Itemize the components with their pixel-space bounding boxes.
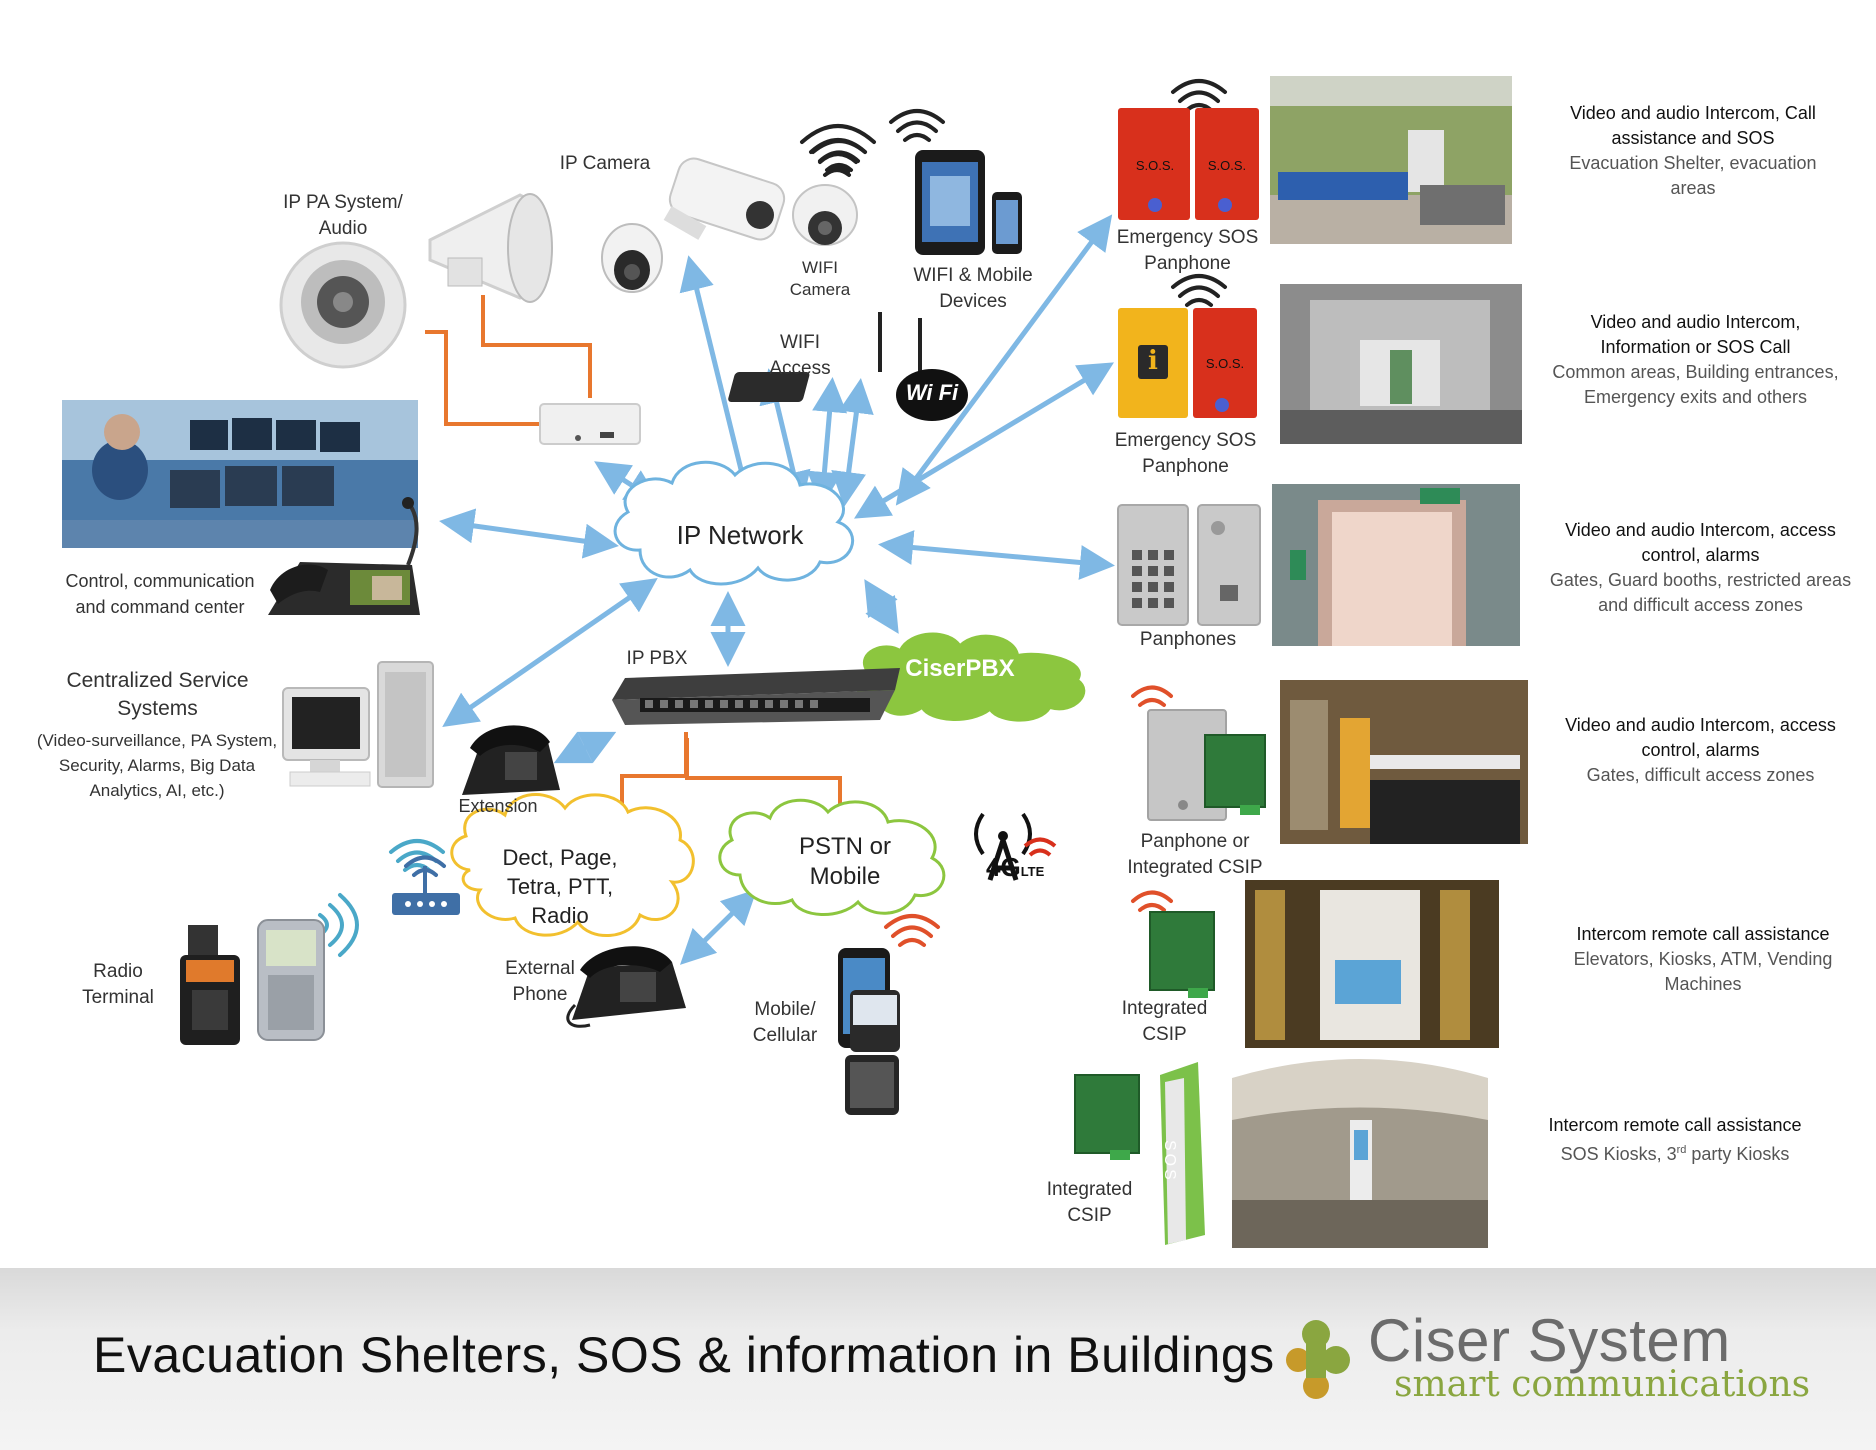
ip-pa-device (279, 193, 641, 445)
footer-title: Evacuation Shelters, SOS & information i… (93, 1327, 1275, 1383)
description-6-detail: SOS Kiosks, 3rd party Kiosks (1515, 1138, 1835, 1167)
right-device-label-5: Integrated CSIP (1121, 998, 1208, 1045)
wifi-camera-label: WIFI Camera (789, 258, 851, 299)
right-device-label-1: Emergency SOS Panphone (1116, 227, 1259, 274)
ip-pbx-label: IP PBX (626, 648, 688, 669)
description-2-detail: Common areas, Building entrances, Emerge… (1552, 362, 1839, 407)
description-6-detail-sup: rd (1676, 1144, 1687, 1156)
description-2-head: Video and audio Intercom, Information or… (1590, 312, 1801, 357)
sos-text-1: S.O.S. (1135, 158, 1175, 173)
right-device-label-2: Emergency SOS Panphone (1114, 430, 1257, 477)
wifi-logo: Wi Fi (905, 380, 959, 405)
ip-network-cloud (613, 460, 855, 586)
dect-cloud-label: Dect, Page, Tetra, PTT, Radio (502, 845, 618, 928)
ciserpbx-label: CiserPBX (905, 655, 1015, 682)
external-phone-label: External Phone (505, 958, 575, 1005)
description-3-detail: Gates, Guard booths, restricted areas an… (1549, 570, 1852, 615)
description-1-detail: Evacuation Shelter, evacuation areas (1569, 153, 1817, 198)
centralized-desc: (Video-surveillance, PA System, Security… (36, 731, 278, 800)
centralized-title: Centralized Service Systems (66, 669, 249, 720)
router-device (392, 866, 460, 915)
description-3-head: Video and audio Intercom, access control… (1565, 520, 1836, 565)
description-5-detail: Elevators, Kiosks, ATM, Vending Machines (1573, 949, 1833, 994)
external-phone-device (566, 946, 686, 1028)
orange-wires (425, 295, 842, 822)
mobile-cellular-label: Mobile/ Cellular (752, 999, 818, 1046)
network-links (439, 214, 1115, 965)
ciser-logo-icon (1286, 1320, 1350, 1399)
description-2: Video and audio Intercom, Information or… (1548, 310, 1843, 410)
description-4-detail: Gates, difficult access zones (1586, 765, 1815, 785)
right-device-label-4: Panphone or Integrated CSIP (1127, 831, 1263, 878)
description-3: Video and audio Intercom, access control… (1548, 518, 1853, 618)
control-center-label: Control, communication and command cente… (65, 571, 255, 617)
brand-name: Ciser System (1368, 1307, 1731, 1374)
sos-text-3: S.O.S. (1205, 356, 1245, 371)
ip-camera-device (601, 157, 858, 293)
integrated-csip-1 (1149, 911, 1215, 998)
sos-panphone-1 (1118, 108, 1259, 220)
sos-panphone-2 (1118, 308, 1257, 418)
system-diagram: IP Network CiserPBX IP PBX Dect, Page, T… (36, 76, 1858, 1248)
wifi-access-label: WIFI Access (769, 332, 831, 379)
right-device-label-3: Panphones (1139, 629, 1237, 650)
mobile-cellular-device (838, 948, 900, 1115)
wifi-mobile-device (915, 150, 1022, 255)
radio-terminal-device (180, 919, 325, 1045)
description-5-head: Intercom remote call assistance (1576, 924, 1830, 944)
ip-camera-label: IP Camera (559, 153, 651, 174)
description-6-detail-post: party Kiosks (1686, 1144, 1790, 1164)
integrated-csip-2 (1074, 1062, 1205, 1245)
extension-phone-device (462, 725, 560, 795)
description-6-detail-pre: SOS Kiosks, 3 (1560, 1144, 1677, 1164)
right-device-label-6: Integrated CSIP (1046, 1179, 1133, 1226)
wifi-mobile-label: WIFI & Mobile Devices (913, 265, 1033, 312)
desk-phone-device (268, 497, 420, 615)
panphone-csip-device (1147, 709, 1266, 821)
pstn-cloud (718, 798, 946, 916)
pstn-cloud-label: PSTN or Mobile (798, 833, 891, 890)
description-6-head: Intercom remote call assistance (1548, 1115, 1802, 1135)
lte-badge: 4GLTE (986, 852, 1044, 883)
photo-station (1232, 1059, 1488, 1248)
photo-door (1272, 484, 1520, 646)
dect-cloud (450, 793, 695, 937)
control-center-photo (62, 400, 418, 548)
photo-kiosk (1245, 880, 1499, 1048)
footer-banner: Evacuation Shelters, SOS & information i… (0, 1268, 1876, 1450)
photo-gate (1280, 680, 1528, 844)
sos-text-2: S.O.S. (1207, 158, 1247, 173)
photo-corridor (1280, 284, 1522, 444)
photo-shelter (1270, 76, 1512, 244)
ciserpbx-cloud (855, 632, 1086, 722)
description-1: Video and audio Intercom, Call assistanc… (1548, 101, 1838, 201)
computer-device (282, 661, 434, 788)
description-1-head: Video and audio Intercom, Call assistanc… (1570, 103, 1816, 148)
description-6: Intercom remote call assistance SOS Kios… (1515, 1113, 1835, 1167)
info-text: i (1148, 346, 1158, 376)
ip-network-label: IP Network (676, 520, 804, 550)
ip-pa-label: IP PA System/ Audio (283, 192, 403, 239)
ip-pbx-device (612, 668, 900, 725)
lte-antenna-icon (974, 812, 1057, 881)
lte-badge-lte: LTE (1020, 864, 1045, 879)
kiosk-text: SOS (1161, 1140, 1178, 1183)
lte-badge-4g: 4G (986, 852, 1021, 882)
description-5: Intercom remote call assistance Elevator… (1548, 922, 1858, 997)
description-4: Video and audio Intercom, access control… (1548, 713, 1853, 788)
radio-terminal-label: Radio Terminal (82, 961, 154, 1008)
wifi-access-device (728, 312, 968, 421)
extension-label: Extension (458, 796, 538, 816)
panphones-device (1117, 504, 1261, 626)
brand-tagline: smart communications (1394, 1364, 1811, 1405)
description-4-head: Video and audio Intercom, access control… (1565, 715, 1836, 760)
